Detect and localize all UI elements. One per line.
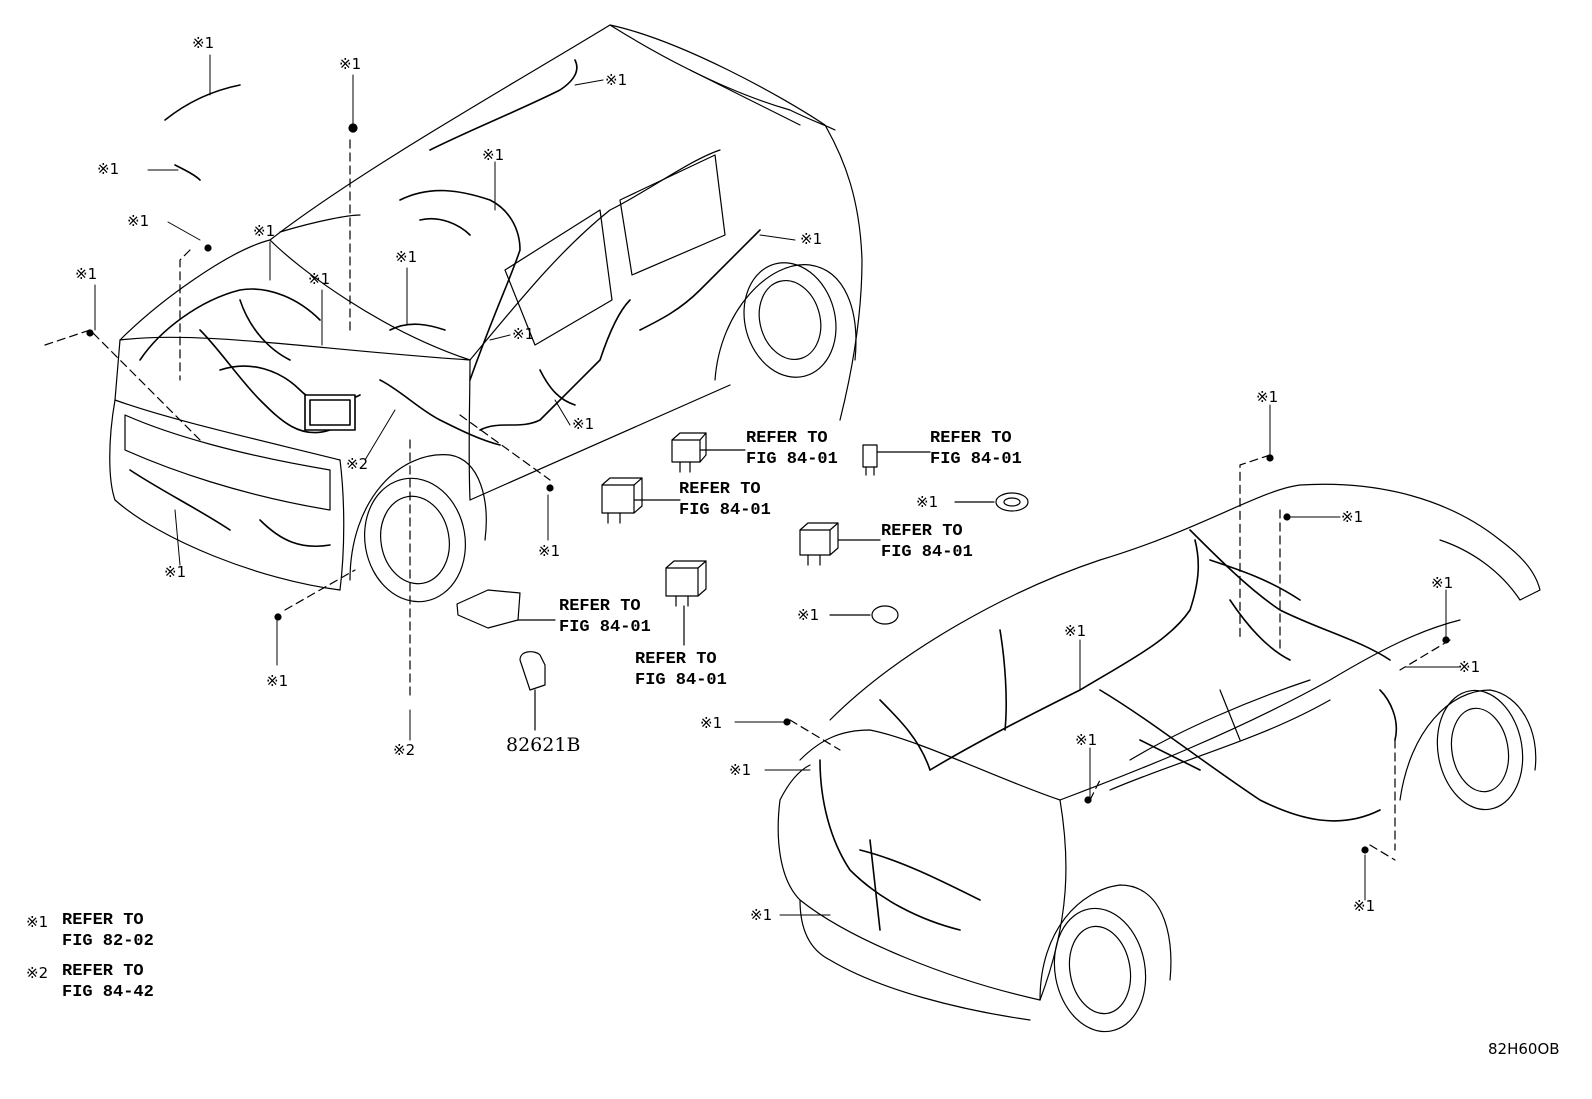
callout-mark: ※1 [605,71,628,89]
callout-mark: ※1 [1064,622,1087,640]
callout-mark: ※1 [1341,508,1364,526]
clips [86,123,1450,854]
legend-mark-1: ※1 [26,913,49,931]
callout-mark: ※1 [253,222,276,240]
callout-mark: ※1 [729,761,752,779]
callout-mark: ※1 [97,160,120,178]
callout-mark: ※1 [266,672,289,690]
callout-mark: ※1 [308,270,331,288]
callout-mark: ※1 [1353,897,1376,915]
callout-mark: ※1 [127,212,150,230]
callout-mark: ※1 [1075,731,1098,749]
callout-mark: ※1 [395,248,418,266]
refer-label-relay-1: REFER TO FIG 84-01 [746,429,838,469]
legend-text-1: REFER TO FIG 82-02 [62,911,154,951]
callout-mark: ※1 [750,906,773,924]
refer-label-fuse: REFER TO FIG 84-01 [930,429,1022,469]
front-vehicle-harness [129,59,761,548]
callout-mark: ※1 [1256,388,1279,406]
rear-vehicle-harness [819,529,1398,931]
solid-leaders [94,54,1461,916]
callout-mark: ※2 [346,455,369,473]
callout-mark: ※1 [482,146,505,164]
callout-mark: ※1 [916,493,939,511]
callout-mark: ※1 [700,714,723,732]
callout-mark: ※1 [512,325,535,343]
rear-vehicle-outline [777,483,1541,1033]
callout-mark: ※1 [339,55,362,73]
dashed-leaders [44,139,1451,861]
refer-label-relay-3: REFER TO FIG 84-01 [881,522,973,562]
callout-mark: ※1 [192,34,215,52]
refer-label-relay-4: REFER TO FIG 84-01 [635,650,727,690]
callout-mark: ※1 [572,415,595,433]
callout-mark: ※1 [1431,574,1454,592]
legend-text-2: REFER TO FIG 84-42 [62,962,154,1002]
callout-mark: ※1 [164,563,187,581]
callout-mark: ※2 [393,741,416,759]
callout-mark: ※1 [800,230,823,248]
part-number-label: 82621B [506,734,581,756]
callout-mark: ※1 [797,606,820,624]
legend-mark-2: ※2 [26,964,49,982]
diagram-code: 82H60OB [1488,1040,1560,1058]
callout-mark: ※1 [75,265,98,283]
front-vehicle-outline [109,24,863,603]
callout-mark: ※1 [538,542,561,560]
callout-mark: ※1 [1458,658,1481,676]
refer-label-relay-2: REFER TO FIG 84-01 [679,480,771,520]
refer-label-module: REFER TO FIG 84-01 [559,597,651,637]
relay-parts [456,432,1029,731]
